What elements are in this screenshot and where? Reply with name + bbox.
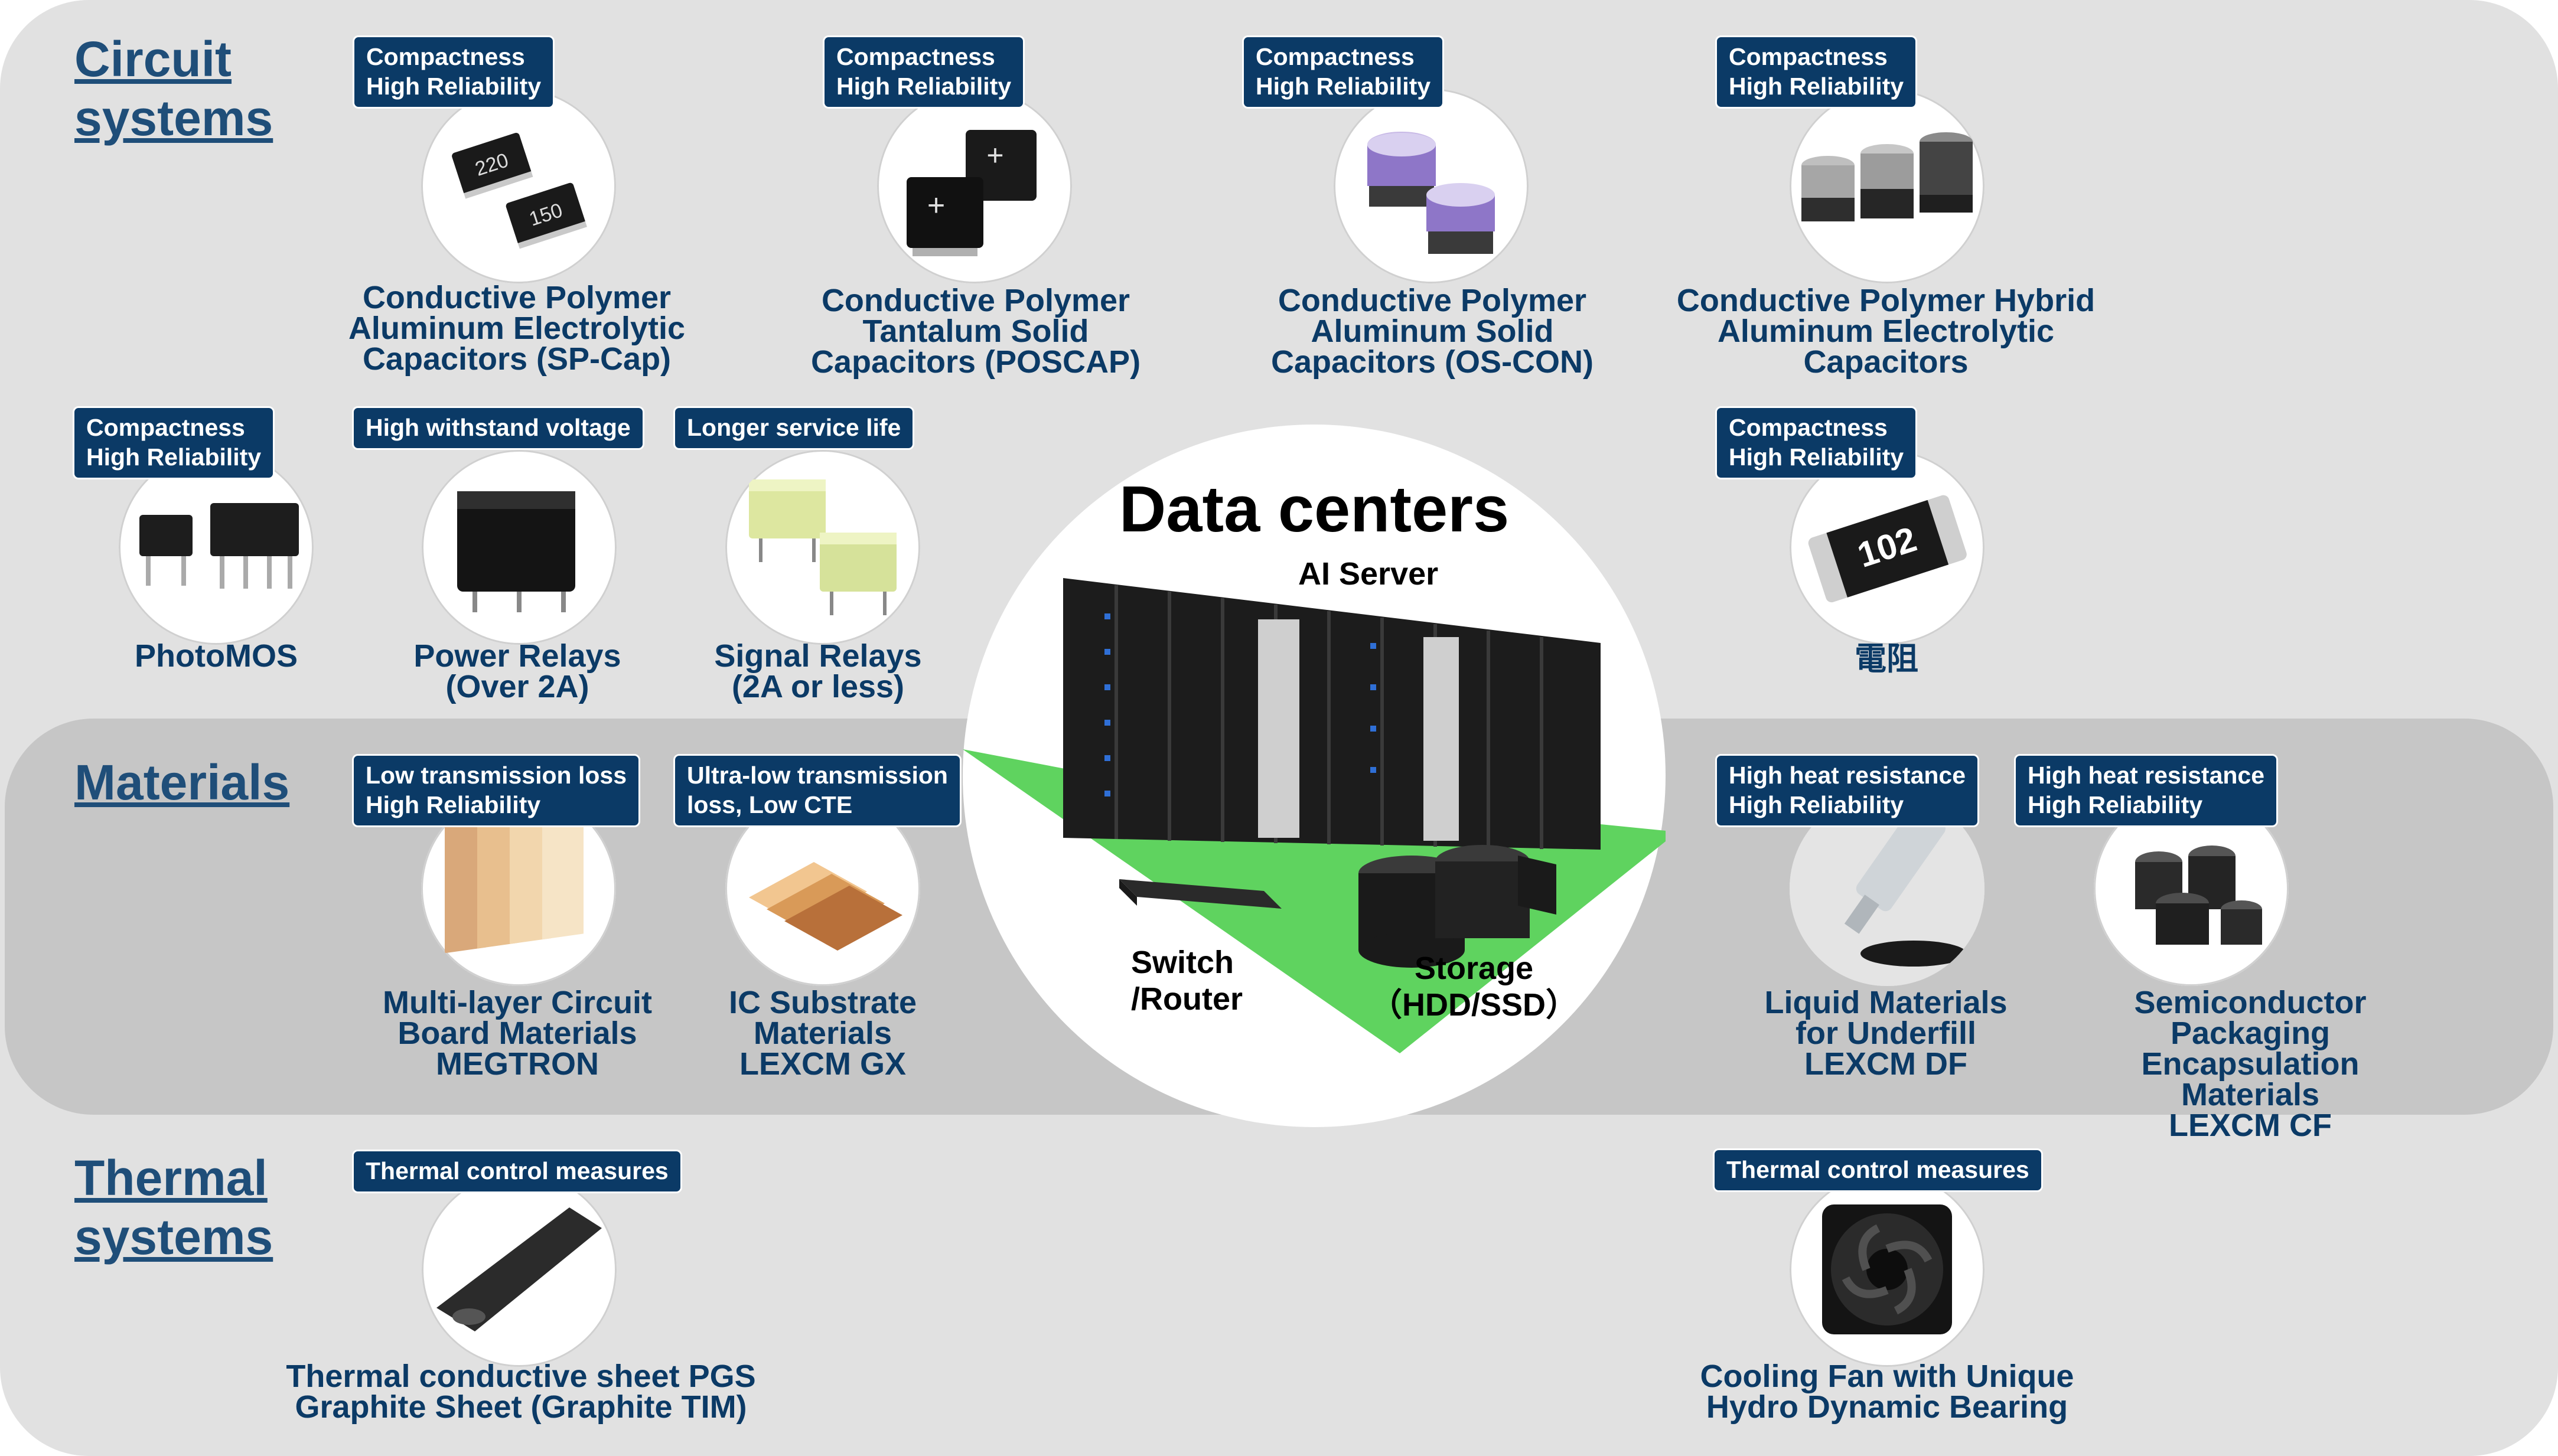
section-title-materials: Materials	[74, 755, 290, 810]
lexcm-df-label: Liquid Materials for Underfill LEXCM DF	[1764, 985, 2008, 1082]
svg-text:+: +	[986, 139, 1003, 172]
fan-badge: Thermal control measures	[1713, 1148, 2043, 1192]
fan-image	[1790, 1172, 1985, 1367]
resistor-badge: Compactness High Reliability	[1715, 406, 1918, 479]
storage-devices	[1358, 845, 1556, 968]
oscon-label: Conductive Polymer Aluminum Solid Capaci…	[1270, 283, 1594, 380]
photomos-image	[119, 450, 314, 645]
pgs-image	[422, 1172, 617, 1367]
pgs-badge: Thermal control measures	[352, 1150, 682, 1193]
spcap-image: 220 150	[421, 89, 616, 283]
photomos-badge: Compactness High Reliability	[73, 406, 275, 479]
power-relay-badge: High withstand voltage	[352, 406, 644, 450]
resistor-label: 電阻	[1855, 641, 1918, 677]
storage-label: Storage （HDD/SSD）	[1370, 951, 1578, 1023]
signal-relay-label: Signal Relays (2A or less)	[714, 638, 922, 704]
lexcm-gx-label: IC Substrate Materials LEXCM GX	[728, 985, 917, 1082]
hybrid-badge: Compactness High Reliability	[1715, 35, 1918, 109]
lexcm-df-badge: High heat resistance High Reliability	[1715, 754, 1980, 827]
poscap-label: Conductive Polymer Tantalum Solid Capaci…	[810, 283, 1141, 380]
megtron-badge: Low transmission loss High Reliability	[352, 754, 640, 827]
oscon-image	[1334, 89, 1529, 283]
hub-title: Data centers	[1119, 473, 1510, 546]
megtron-label: Multi-layer Circuit Board Materials MEGT…	[382, 985, 653, 1082]
poscap-badge: Compactness High Reliability	[823, 35, 1025, 109]
data-center-illustration	[963, 578, 1666, 1053]
fan-label: Cooling Fan with Unique Hydro Dynamic Be…	[1700, 1359, 2074, 1425]
ai-server-label: AI Server	[1298, 556, 1439, 592]
section-title-circuit: Circuit systems	[74, 31, 273, 146]
photomos-label: PhotoMOS	[135, 638, 298, 674]
svg-text:+: +	[927, 188, 945, 223]
signal-relay-image	[725, 450, 920, 645]
spcap-badge: Compactness High Reliability	[353, 35, 555, 109]
poscap-image: + +	[877, 89, 1072, 283]
power-relay-label: Power Relays (Over 2A)	[413, 638, 621, 704]
oscon-badge: Compactness High Reliability	[1242, 35, 1445, 109]
section-title-thermal: Thermal systems	[74, 1150, 273, 1265]
pgs-label: Thermal conductive sheet PGS Graphite Sh…	[286, 1359, 756, 1425]
lexcm-cf-badge: High heat resistance High Reliability	[2014, 754, 2279, 827]
switch-router-device	[1119, 879, 1282, 909]
resistor-image: 102	[1790, 450, 1985, 645]
power-relay-image	[422, 450, 617, 645]
ai-server-rack	[1063, 578, 1601, 850]
lexcm-gx-badge: Ultra-low transmission loss, Low CTE	[673, 754, 962, 827]
spcap-label: Conductive Polymer Aluminum Electrolytic…	[348, 280, 686, 377]
hybrid-image	[1790, 89, 1985, 283]
switch-router-label: Switch /Router	[1131, 945, 1243, 1017]
hybrid-label: Conductive Polymer Hybrid Aluminum Elect…	[1676, 283, 2096, 380]
lexcm-cf-label: Semiconductor Packaging Encapsulation Ma…	[2134, 985, 2367, 1143]
data-center-hub: Data centers AI Server Switch /Router St…	[963, 425, 1666, 1127]
signal-relay-badge: Longer service life	[673, 406, 915, 450]
